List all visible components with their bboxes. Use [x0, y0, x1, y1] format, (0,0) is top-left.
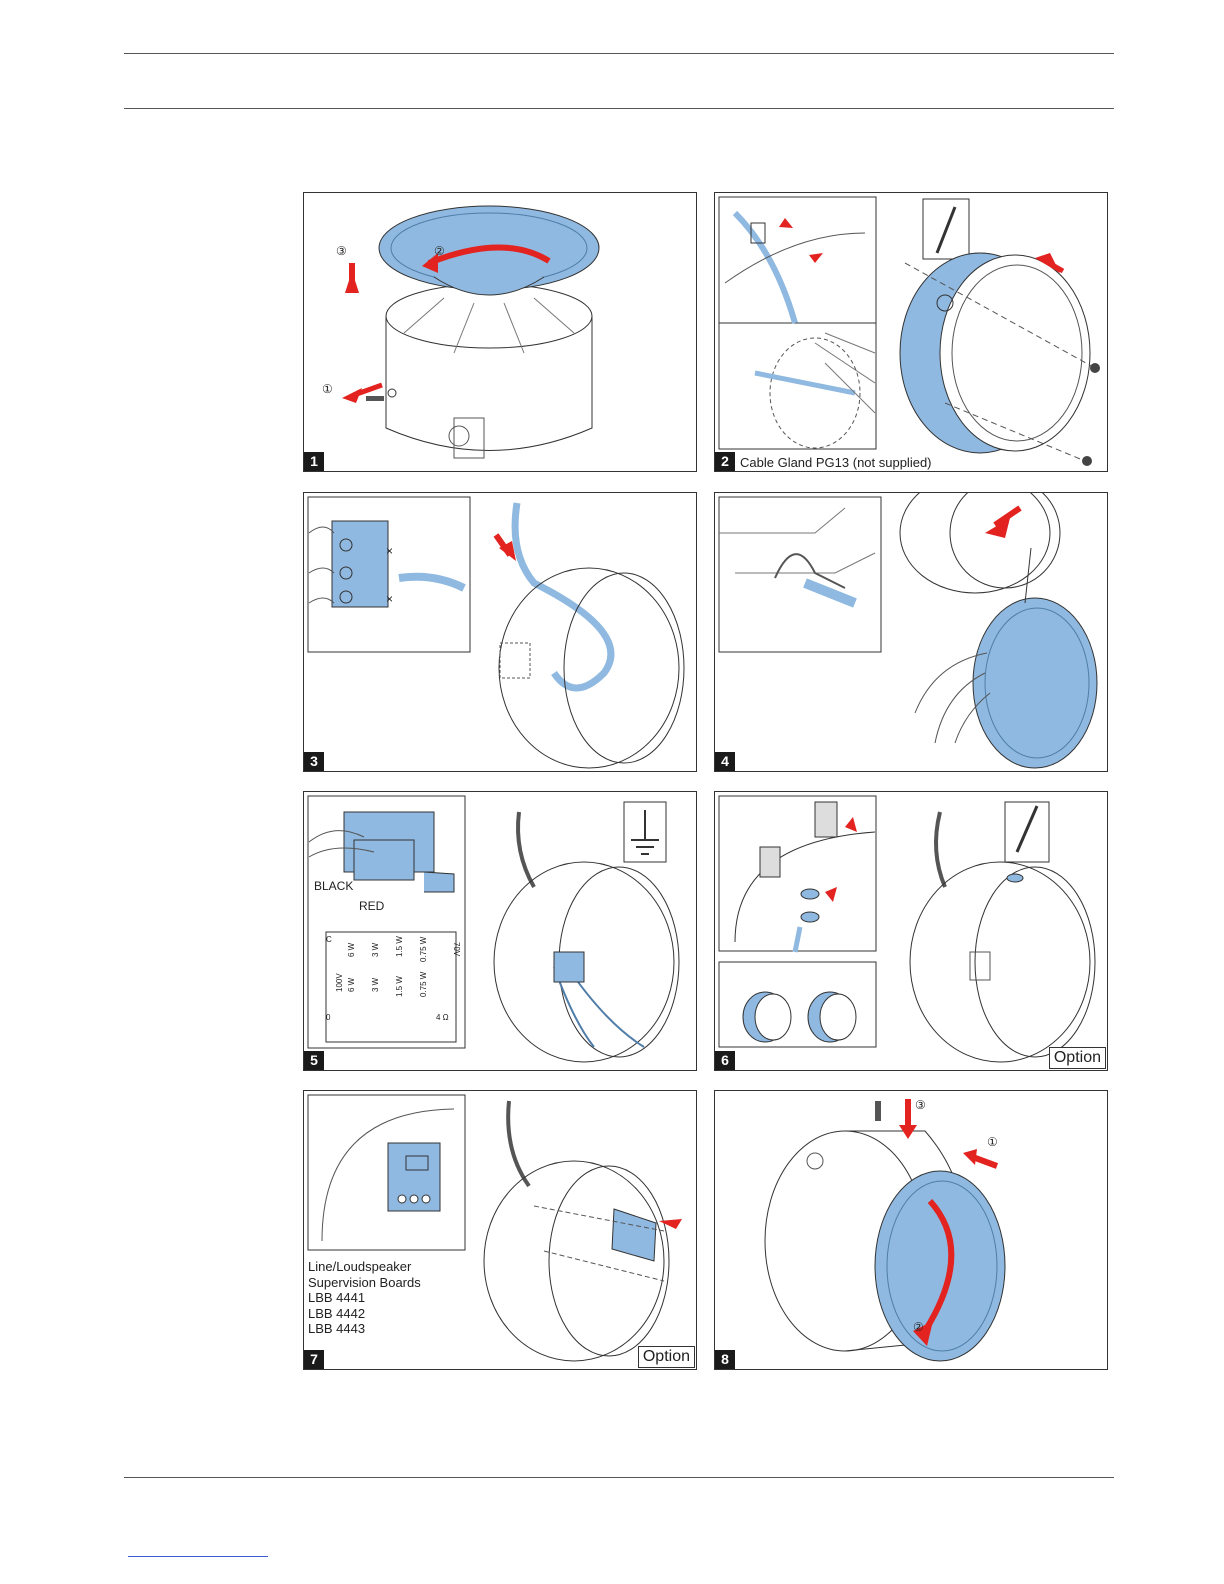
- wire-label-black: BLACK: [314, 879, 353, 893]
- terminal-0: 0: [326, 1013, 331, 1022]
- panel-step-2: 2 Cable Gland PG13 (not supplied): [714, 192, 1108, 472]
- panel-step-7: Line/Loudspeaker Supervision Boards LBB …: [303, 1090, 697, 1370]
- terminal-c: C: [326, 935, 332, 944]
- supervision-boards-label: Line/Loudspeaker Supervision Boards LBB …: [308, 1259, 421, 1337]
- step-number: 4: [715, 752, 735, 771]
- panel-step-8: ③ ① ② 8: [714, 1090, 1108, 1370]
- svg-text:3 W: 3 W: [371, 977, 380, 992]
- illustration-gland-option: [715, 792, 1108, 1071]
- svg-text:6 W: 6 W: [347, 942, 356, 957]
- panel-step-3: ×× 3: [303, 492, 697, 772]
- step-number: 7: [304, 1350, 324, 1369]
- illustration-connect-cable: ××: [304, 493, 697, 772]
- panel-step-6: 6 Option: [714, 791, 1108, 1071]
- footer-link-underline[interactable]: [128, 1556, 268, 1557]
- svg-text:×: ×: [386, 592, 393, 606]
- marker-3-text: ③: [336, 244, 347, 258]
- svg-text:3 W: 3 W: [371, 942, 380, 957]
- svg-text:1.5 W: 1.5 W: [395, 976, 404, 997]
- panel-step-4: 4: [714, 492, 1108, 772]
- step-number: 6: [715, 1051, 735, 1070]
- illustration-transformer-wiring: BLACK RED C 0 4 Ω 100V 70V 6 W 3 W 1.5 W…: [304, 792, 697, 1071]
- label-100v: 100V: [335, 973, 344, 992]
- wire-label-red: RED: [359, 899, 385, 913]
- illustration-attach-grille: ③ ① ②: [715, 1091, 1108, 1370]
- step-number: 5: [304, 1051, 324, 1070]
- panel-step-1: ③ ② ① 1: [303, 192, 697, 472]
- illustration-hang-grille: [715, 493, 1108, 772]
- illustration-remove-grille: ③ ② ①: [304, 193, 697, 472]
- step-number: 3: [304, 752, 324, 771]
- panel-step-5: BLACK RED C 0 4 Ω 100V 70V 6 W 3 W 1.5 W…: [303, 791, 697, 1071]
- svg-text:6 W: 6 W: [347, 977, 356, 992]
- marker-1-text: ①: [987, 1135, 998, 1149]
- terminal-4ohm: 4 Ω: [436, 1013, 449, 1022]
- option-label: Option: [638, 1346, 695, 1368]
- marker-2-text: ②: [434, 244, 445, 258]
- svg-text:0.75 W: 0.75 W: [419, 971, 428, 997]
- footer-rule: [124, 1477, 1114, 1478]
- svg-text:×: ×: [386, 544, 393, 558]
- header-rule-bottom: [124, 108, 1114, 109]
- step-number: 2: [715, 452, 735, 471]
- illustration-mount-box: [715, 193, 1108, 472]
- step-number: 1: [304, 452, 324, 471]
- svg-text:1.5 W: 1.5 W: [395, 936, 404, 957]
- option-label: Option: [1049, 1047, 1106, 1069]
- label-70v: 70V: [452, 942, 461, 957]
- step-number: 8: [715, 1350, 735, 1369]
- cable-gland-caption: Cable Gland PG13 (not supplied): [740, 455, 932, 470]
- marker-1-text: ①: [322, 382, 333, 396]
- svg-text:0.75 W: 0.75 W: [419, 936, 428, 962]
- marker-2-text: ②: [913, 1320, 924, 1334]
- marker-3-text: ③: [915, 1098, 926, 1112]
- header-rule-top: [124, 53, 1114, 54]
